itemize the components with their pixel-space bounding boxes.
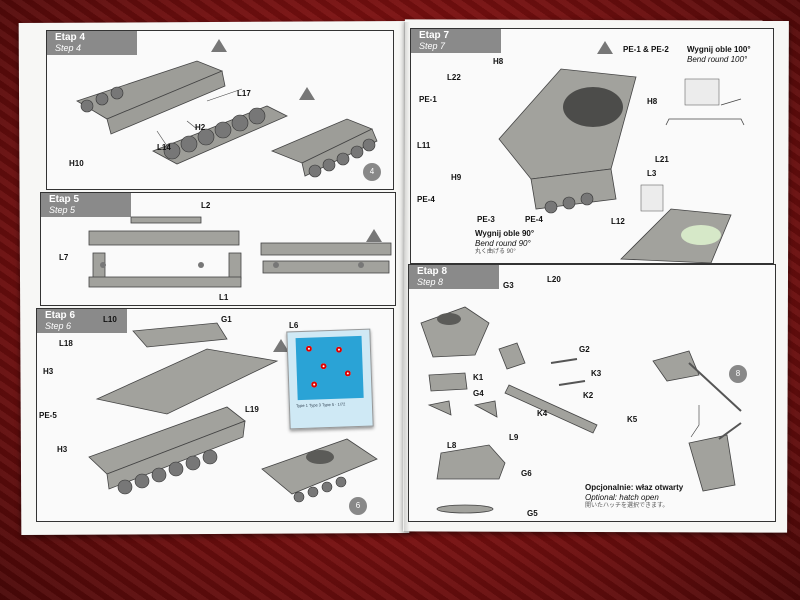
bend-100-note: Wygnij oble 100° Bend round 100° [687, 45, 751, 65]
part-label: PE-1 & PE-2 [623, 45, 669, 54]
part-label: PE-3 [477, 215, 495, 224]
hatch-pl: Opcjonalnie: właz otwarty [585, 483, 684, 492]
part-label: H9 [451, 173, 462, 182]
step-4-subassembly-badge: 4 [363, 163, 381, 181]
hatch-note: Opcjonalnie: właz otwarty Optional: hatc… [585, 483, 683, 511]
part-label: L12 [611, 217, 625, 226]
part-label: K5 [627, 415, 638, 424]
part-label: L9 [509, 433, 519, 442]
step-7-title: Etap 7 [419, 30, 450, 41]
part-label: L14 [157, 143, 171, 152]
part-label: L17 [237, 89, 251, 98]
part-label: K1 [473, 373, 484, 382]
part-label: PE-4 [417, 195, 435, 204]
decal-backing [295, 335, 364, 401]
step-7-ref-marker [597, 41, 613, 54]
step-8-subassembly-badge: 8 [729, 365, 747, 383]
part-label: L3 [647, 169, 657, 178]
step-8-title: Etap 8 [417, 266, 448, 277]
step-6-title: Etap 6 [45, 310, 76, 321]
step-4-panel: Etap 4 Step 4 4 L17 H2 L14 H10 [46, 30, 394, 190]
step-6-tab: Etap 6 Step 6 [37, 309, 127, 333]
step-5-panel: Etap 5 Step 5 L2 L7 L1 [40, 192, 396, 306]
part-label: L18 [59, 339, 73, 348]
part-label: G6 [521, 469, 532, 478]
part-label: G3 [503, 281, 514, 290]
part-label: K3 [591, 369, 602, 378]
hatch-en: Optional: hatch open [585, 493, 659, 502]
roundel-decal [305, 345, 313, 352]
step-5-tab: Etap 5 Step 5 [41, 193, 131, 217]
decal-sheet-text: Type 1 Type 3 Type 5 · 1/72 [295, 401, 346, 409]
part-label: L7 [59, 253, 69, 262]
part-label: G4 [473, 389, 484, 398]
bend-90-pl: Wygnij oble 90° [475, 229, 535, 238]
part-label: PE-1 [419, 95, 437, 104]
part-label: H3 [57, 445, 68, 454]
part-label: H8 [647, 97, 658, 106]
step-5-subtitle: Step 5 [49, 204, 76, 215]
hatch-jp: 開いたハッチを選択できます。 [585, 503, 669, 509]
part-label: L8 [447, 441, 457, 450]
step-5-ref-marker [366, 229, 382, 242]
step-4-drawing [76, 60, 378, 178]
part-label: G2 [579, 345, 590, 354]
bend-90-en: Bend round 90° [475, 239, 531, 248]
roundel-decal [335, 346, 343, 353]
step-8-panel: Etap 8 Step 8 8 G3 L20 G2 K1 K3 G [408, 264, 776, 522]
step-4-ref-marker [299, 87, 315, 100]
part-label: G1 [221, 315, 232, 324]
decal-sheet: Type 1 Type 3 Type 5 · 1/72 [286, 328, 374, 430]
part-label: L6 [289, 321, 299, 330]
part-label: H8 [493, 57, 504, 66]
bend-90-jp: 丸く曲げる 90° [475, 249, 516, 255]
sheet-fold [404, 22, 410, 532]
part-label: L22 [447, 73, 461, 82]
step-6-ref-marker [273, 339, 289, 352]
part-label: H2 [195, 123, 206, 132]
step-4-title: Etap 4 [55, 32, 86, 43]
step-7-tab: Etap 7 Step 7 [411, 29, 501, 53]
part-label: L1 [219, 293, 229, 302]
step-6-drawing [88, 322, 378, 503]
step-5-drawing [88, 216, 392, 288]
part-label: L21 [655, 155, 669, 164]
step-8-tab: Etap 8 Step 8 [409, 265, 499, 289]
bend-100-pl: Wygnij oble 100° [687, 45, 751, 54]
part-label: H3 [43, 367, 54, 376]
bend-90-note: Wygnij oble 90° Bend round 90° 丸く曲げる 90° [475, 229, 534, 257]
part-label: L2 [201, 201, 211, 210]
part-label: L20 [547, 275, 561, 284]
roundel-decal [344, 370, 351, 377]
step-4-subtitle: Step 4 [55, 42, 82, 53]
step-4-tab: Etap 4 Step 4 [47, 31, 137, 55]
step-7-subtitle: Step 7 [419, 40, 446, 51]
part-label: L10 [103, 315, 117, 324]
roundel-decal [311, 381, 318, 388]
part-label: H10 [69, 159, 84, 168]
part-label: L19 [245, 405, 259, 414]
part-label: PE-5 [39, 411, 57, 420]
step-8-subtitle: Step 8 [417, 276, 444, 287]
part-label: K2 [583, 391, 594, 400]
bend-100-en: Bend round 100° [687, 55, 748, 64]
step-5-title: Etap 5 [49, 194, 80, 205]
part-label: K4 [537, 409, 548, 418]
part-label: G5 [527, 509, 538, 518]
part-label: L11 [417, 141, 431, 150]
step-6-subtitle: Step 6 [45, 320, 72, 331]
part-label: PE-4 [525, 215, 543, 224]
step-7-panel: Etap 7 Step 7 7 PE-1 & PE-2 Wygnij oble … [410, 28, 774, 264]
step-8-drawing [420, 306, 742, 514]
step-4-ref-marker [211, 39, 227, 52]
step-6-subassembly-badge: 6 [349, 497, 367, 515]
roundel-decal [320, 363, 327, 370]
step-7-drawing [498, 68, 745, 263]
